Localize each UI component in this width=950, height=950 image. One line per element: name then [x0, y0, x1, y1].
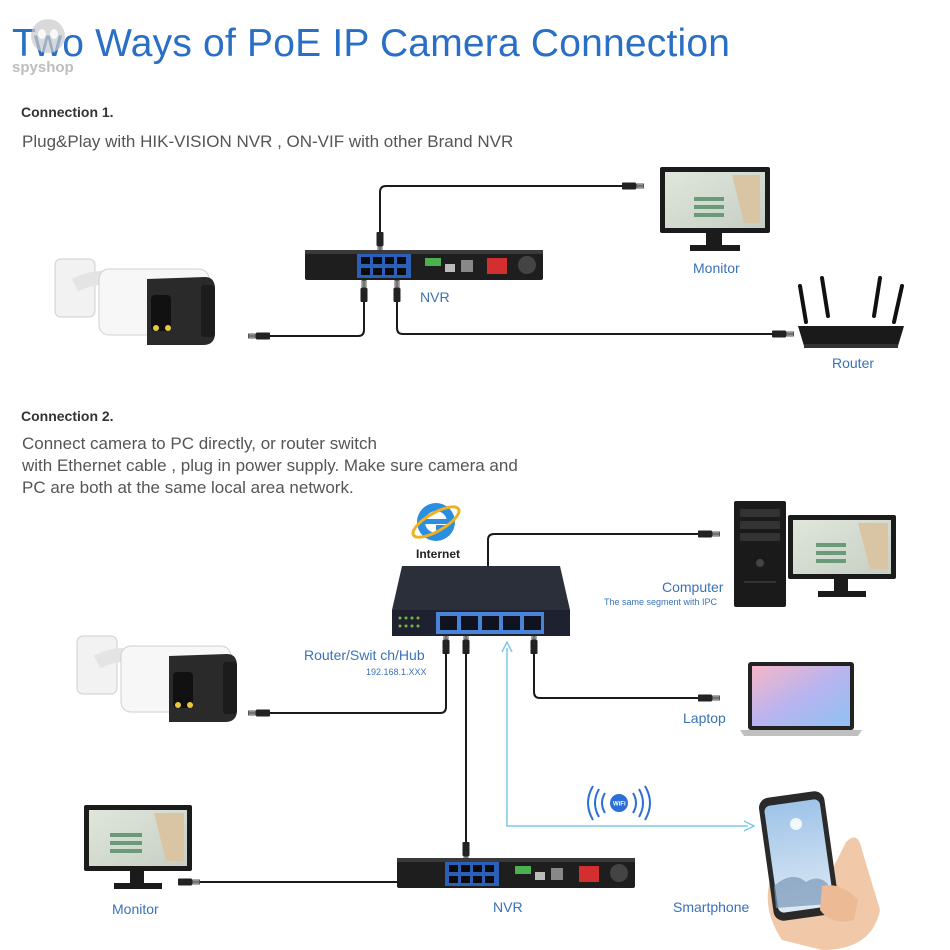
router-icon	[798, 276, 904, 348]
connection1-cables	[270, 185, 772, 337]
connection2-description: Connect camera to PC directly, or router…	[22, 433, 518, 499]
computer-note-label: The same segment with IPC	[604, 597, 718, 607]
nvr-router-cable	[396, 302, 772, 335]
switch-ip-label: 192.168.1.XXX	[366, 667, 427, 677]
nvr-monitor-cable	[379, 185, 622, 232]
internet-label: Internet	[416, 547, 460, 561]
computer-label: Computer	[662, 579, 724, 595]
switch-computer-cable	[487, 533, 698, 610]
watermark-text: spyshop	[12, 59, 74, 76]
monitor-label: Monitor	[693, 260, 740, 276]
nvr-icon	[305, 250, 543, 280]
smartphone-icon	[758, 791, 880, 950]
connection2-description-line: PC are both at the same local area netwo…	[22, 478, 354, 497]
camera-icon	[76, 635, 237, 722]
computer-tower-icon	[734, 501, 786, 607]
switch-label: Router/Swit ch/Hub	[304, 647, 425, 663]
connection2-description-line: with Ethernet cable , plug in power supp…	[22, 456, 518, 475]
nvr2-label: NVR	[493, 899, 523, 915]
laptop-label: Laptop	[683, 710, 726, 726]
connection1-heading: Connection 1.	[21, 104, 114, 120]
monitor2-label: Monitor	[112, 901, 159, 917]
camera-nvr-cable	[270, 302, 365, 337]
connection1-description: Plug&Play with HIK-VISION NVR , ON-VIF w…	[22, 132, 514, 151]
page-title: Two Ways of PoE IP Camera Connection	[12, 22, 731, 65]
router-label: Router	[832, 355, 874, 371]
monitor-icon	[84, 805, 192, 889]
wifi-label: WiFi	[613, 802, 626, 808]
watermark-icon: spyshop	[12, 19, 74, 76]
switch-icon	[392, 566, 570, 636]
wifi-icon: WiFi	[587, 785, 651, 821]
wifi-signal-line	[506, 648, 748, 827]
watermark-logo: spyshop	[12, 10, 92, 76]
laptop-icon	[740, 662, 862, 736]
monitor-icon	[660, 167, 770, 251]
monitor-icon	[788, 515, 896, 597]
smartphone-label: Smartphone	[673, 899, 749, 915]
nvr-icon	[397, 858, 635, 888]
nvr-label: NVR	[420, 289, 450, 305]
camera-switch-cable	[270, 654, 447, 714]
connection2-heading: Connection 2.	[21, 408, 114, 424]
internet-explorer-icon	[411, 503, 461, 541]
connection2-description-line: Connect camera to PC directly, or router…	[22, 434, 377, 453]
camera-icon	[54, 258, 215, 345]
switch-laptop-cable	[533, 654, 698, 699]
connection2-cables	[200, 533, 698, 883]
